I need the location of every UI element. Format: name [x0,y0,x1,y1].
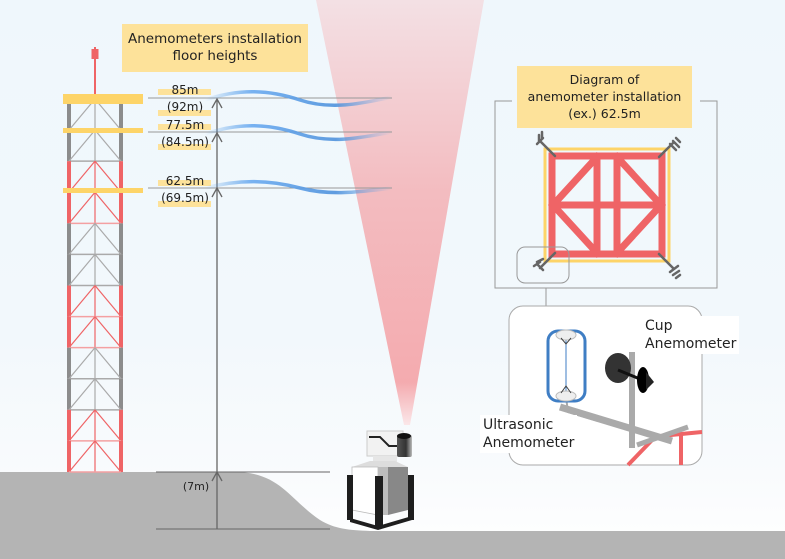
floor-heights-title: Anemometers installation floor heights [122,24,308,72]
cup-label-line-1: Cup [645,318,673,334]
met-mast-tower [67,47,141,473]
aviation-light [91,49,99,59]
height-label-85m: 85m [172,83,199,97]
tower-brace [94,129,122,162]
tower-brace [68,409,96,442]
tower-brace [94,378,122,411]
floor-highlight-77-5m [63,128,143,133]
tower-brace [94,160,122,193]
cup-mast [629,352,635,448]
arrowhead-62-5m [211,186,223,198]
wind-streams [203,90,394,195]
cup-label-line-2: Anemometer [645,336,737,352]
tower-brace [94,347,122,380]
wind-stream-77-5m [203,124,394,142]
height-label-62-5m: 62.5m [166,174,204,188]
tower-brace [68,347,96,380]
tower-brace [94,285,122,317]
tower-brace [68,98,96,131]
ultra-label-line-1: Ultrasonic [483,417,554,433]
tower-brace [94,254,122,286]
diagram-title-line-3: (ex.) 62.5m [568,106,641,121]
tower-brace [68,285,96,317]
height-label-84-5m: (84.5m) [161,135,209,149]
wind-stream-62-5m [203,179,394,195]
floor-highlight-85m [63,94,143,104]
height-label-92m: (92m) [167,100,203,114]
lidar-lens [397,435,412,457]
diagram-title: Diagram of anemometer installation (ex.)… [517,66,692,128]
tower-cross-section [516,130,682,284]
measurement-arrow [211,97,223,529]
diagram-title-line-2: anemometer installation [527,89,682,104]
height-labels: 85m (92m) 77.5m (84.5m) 62.5m (69.5m) (7… [161,83,209,493]
ultra-label-line-2: Anemometer [483,435,575,451]
floor-highlight-62-5m [63,188,143,193]
title-line-2: floor heights [172,48,258,64]
lidar-beam [316,0,484,425]
height-reference-lines [148,97,392,530]
tower-brace [68,378,96,411]
tower-brace [68,222,96,255]
installation-floor-highlights [63,94,143,193]
tower-brace [94,316,122,349]
tower-brace [94,440,122,473]
arrowhead-ground [211,470,223,482]
height-label-69-5m: (69.5m) [161,191,209,205]
title-line-1: Anemometers installation [128,31,302,47]
tower-brace [68,440,96,473]
tower-brace [68,316,96,349]
tower-brace [94,191,122,224]
boom-arm [558,403,674,445]
tower-brace [68,129,96,162]
tower-brace [94,222,122,255]
tower-brace [94,98,122,131]
height-label-77-5m: 77.5m [166,118,204,132]
arrowhead-77-5m [211,131,223,143]
diagram-title-line-1: Diagram of [569,72,640,87]
ground-offset-label: (7m) [183,480,209,493]
zoom-region-marker [516,246,570,284]
diagram-frame [494,100,718,306]
ground [0,472,785,559]
lidar-device [347,430,414,530]
tower-brace [68,191,96,224]
arrowhead-85m [211,97,223,109]
ultrasonic-anemometer-label: Ultrasonic Anemometer [480,415,578,453]
cup-anemometer-label: Cup Anemometer [642,316,740,354]
tower-brace [68,254,96,286]
cup-anemometer-cup-left [605,353,631,383]
wind-stream-85m [203,90,394,108]
label-highlights [158,89,211,207]
tower-brace [68,160,96,193]
tower-brace [94,409,122,442]
